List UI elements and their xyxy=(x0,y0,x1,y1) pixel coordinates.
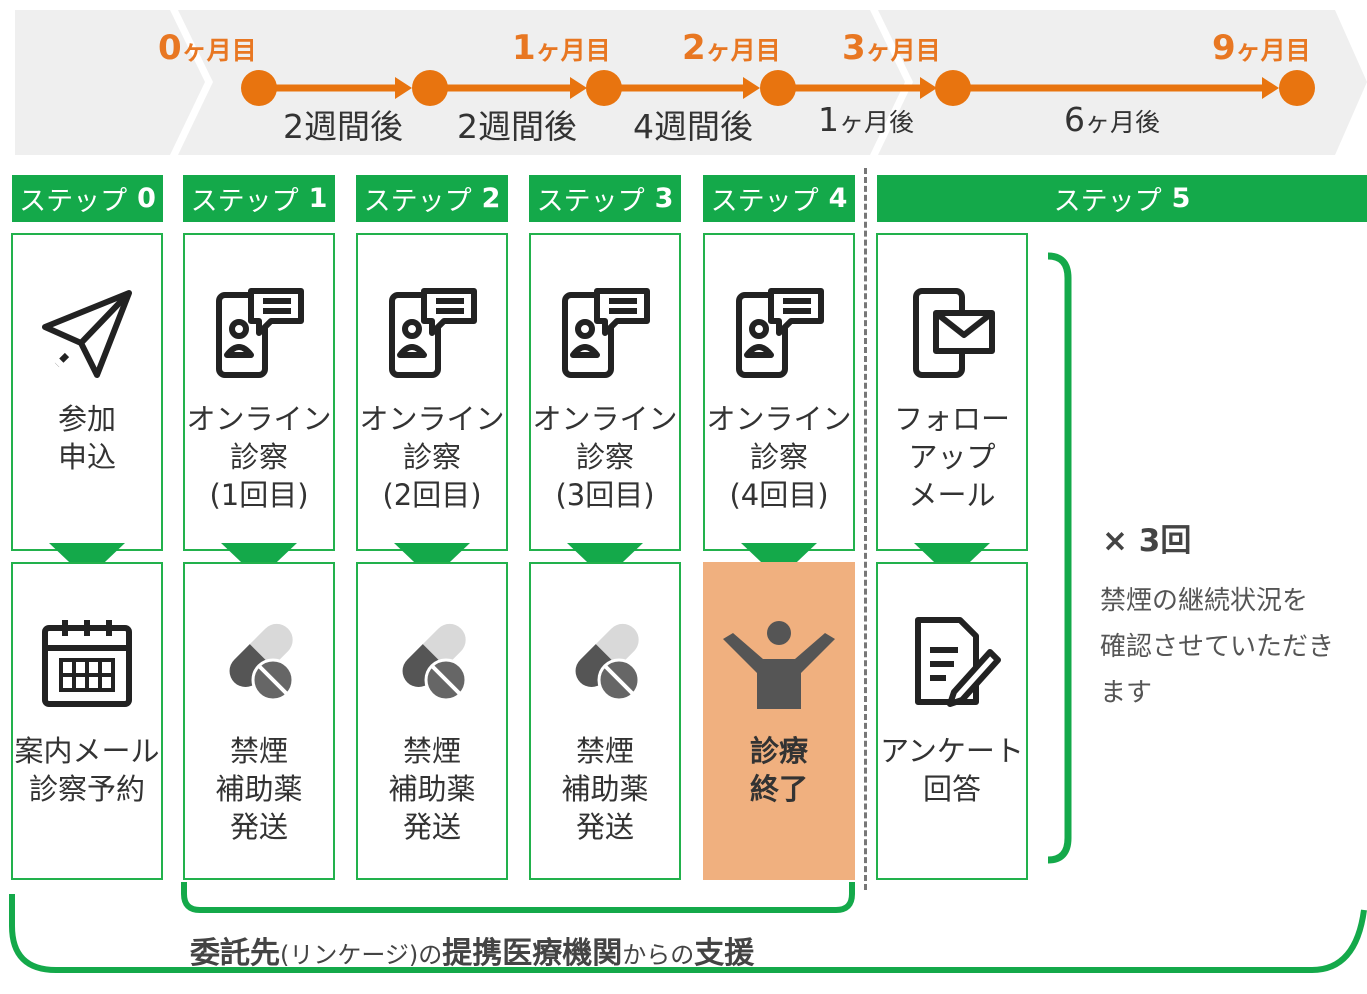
repeat-description: 禁煙の継続状況を 確認させていただき ます xyxy=(1100,586,1335,708)
phone-chat-icon xyxy=(562,288,650,378)
card-label: 参加 申込 xyxy=(57,402,116,474)
phone-chat-icon xyxy=(216,288,304,378)
milestone-dot xyxy=(760,70,796,106)
outer-brace xyxy=(9,894,1367,973)
card-medicine-ship-2: 禁煙 補助薬 発送 xyxy=(356,562,508,880)
paper-plane-icon xyxy=(42,290,132,378)
card-online-consult-3: オンライン 診察 (3回目) xyxy=(529,233,681,551)
card-apply: 参加 申込 xyxy=(11,233,163,551)
support-caption: 委託先(リンケージ)の提携医療機関からの支援 xyxy=(190,936,755,971)
inner-brace xyxy=(181,882,855,913)
interval-label: 1ヶ月後 xyxy=(818,100,915,139)
timeline-band xyxy=(15,10,1367,155)
interval-label: 6ヶ月後 xyxy=(1064,100,1161,139)
milestone-dot xyxy=(241,70,277,106)
interval-label: 2週間後 xyxy=(283,107,403,146)
card-online-consult-4: オンライン 診察 (4回目) xyxy=(703,233,855,551)
interval-label: 4週間後 xyxy=(633,107,753,146)
milestone-label-1: 1ヶ月目 xyxy=(512,28,611,68)
card-online-consult-1: オンライン 診察 (1回目) xyxy=(183,233,335,551)
card-label: オンライン 診察 (1回目) xyxy=(186,402,332,512)
milestone-dot xyxy=(1279,70,1315,106)
milestone-dot xyxy=(412,70,448,106)
card-label: オンライン 診察 (3回目) xyxy=(532,402,678,512)
calendar-icon xyxy=(42,620,132,707)
milestone-label-2: 2ヶ月目 xyxy=(682,28,781,68)
phone-mail-icon xyxy=(913,288,995,378)
right-brace xyxy=(1047,252,1072,864)
card-follow-up-mail: フォロー アップ メール xyxy=(876,233,1028,551)
milestone-label-3: 3ヶ月目 xyxy=(842,28,941,68)
card-medicine-ship-3: 禁煙 補助薬 発送 xyxy=(529,562,681,880)
milestone-label-0: 0ヶ月目 xyxy=(158,28,257,68)
card-label: 禁煙 補助薬 発送 xyxy=(215,734,303,844)
phone-chat-icon xyxy=(736,288,824,378)
card-label: オンライン 診察 (4回目) xyxy=(706,402,852,512)
card-label: 案内メール 診察予約 xyxy=(14,734,160,806)
card-label: 禁煙 補助薬 発送 xyxy=(561,734,649,844)
card-label: オンライン 診察 (2回目) xyxy=(359,402,505,512)
pills-icon xyxy=(575,623,641,702)
phone-chat-icon xyxy=(389,288,477,378)
repeat-count: × 3回 xyxy=(1102,523,1192,559)
card-guide-mail: 案内メール 診察予約 xyxy=(11,562,163,880)
card-treatment-end: 診療 終了 xyxy=(703,562,855,880)
pills-icon xyxy=(402,623,468,702)
divider-dashed xyxy=(864,168,867,890)
card-survey: アンケート 回答 xyxy=(876,562,1028,880)
card-label: フォロー アップ メール xyxy=(893,402,1010,512)
card-online-consult-2: オンライン 診察 (2回目) xyxy=(356,233,508,551)
milestone-dot xyxy=(935,70,971,106)
milestone-dot xyxy=(586,70,622,106)
card-label: アンケート 回答 xyxy=(880,734,1024,806)
pills-icon xyxy=(229,623,295,702)
milestone-label-9: 9ヶ月目 xyxy=(1212,28,1311,68)
card-label: 禁煙 補助薬 発送 xyxy=(388,734,476,844)
interval-label: 2週間後 xyxy=(457,107,577,146)
card-medicine-ship-1: 禁煙 補助薬 発送 xyxy=(183,562,335,880)
document-pen-icon xyxy=(915,617,1001,707)
card-label: 診療 終了 xyxy=(749,734,808,806)
person-arms-up-icon xyxy=(723,621,835,709)
